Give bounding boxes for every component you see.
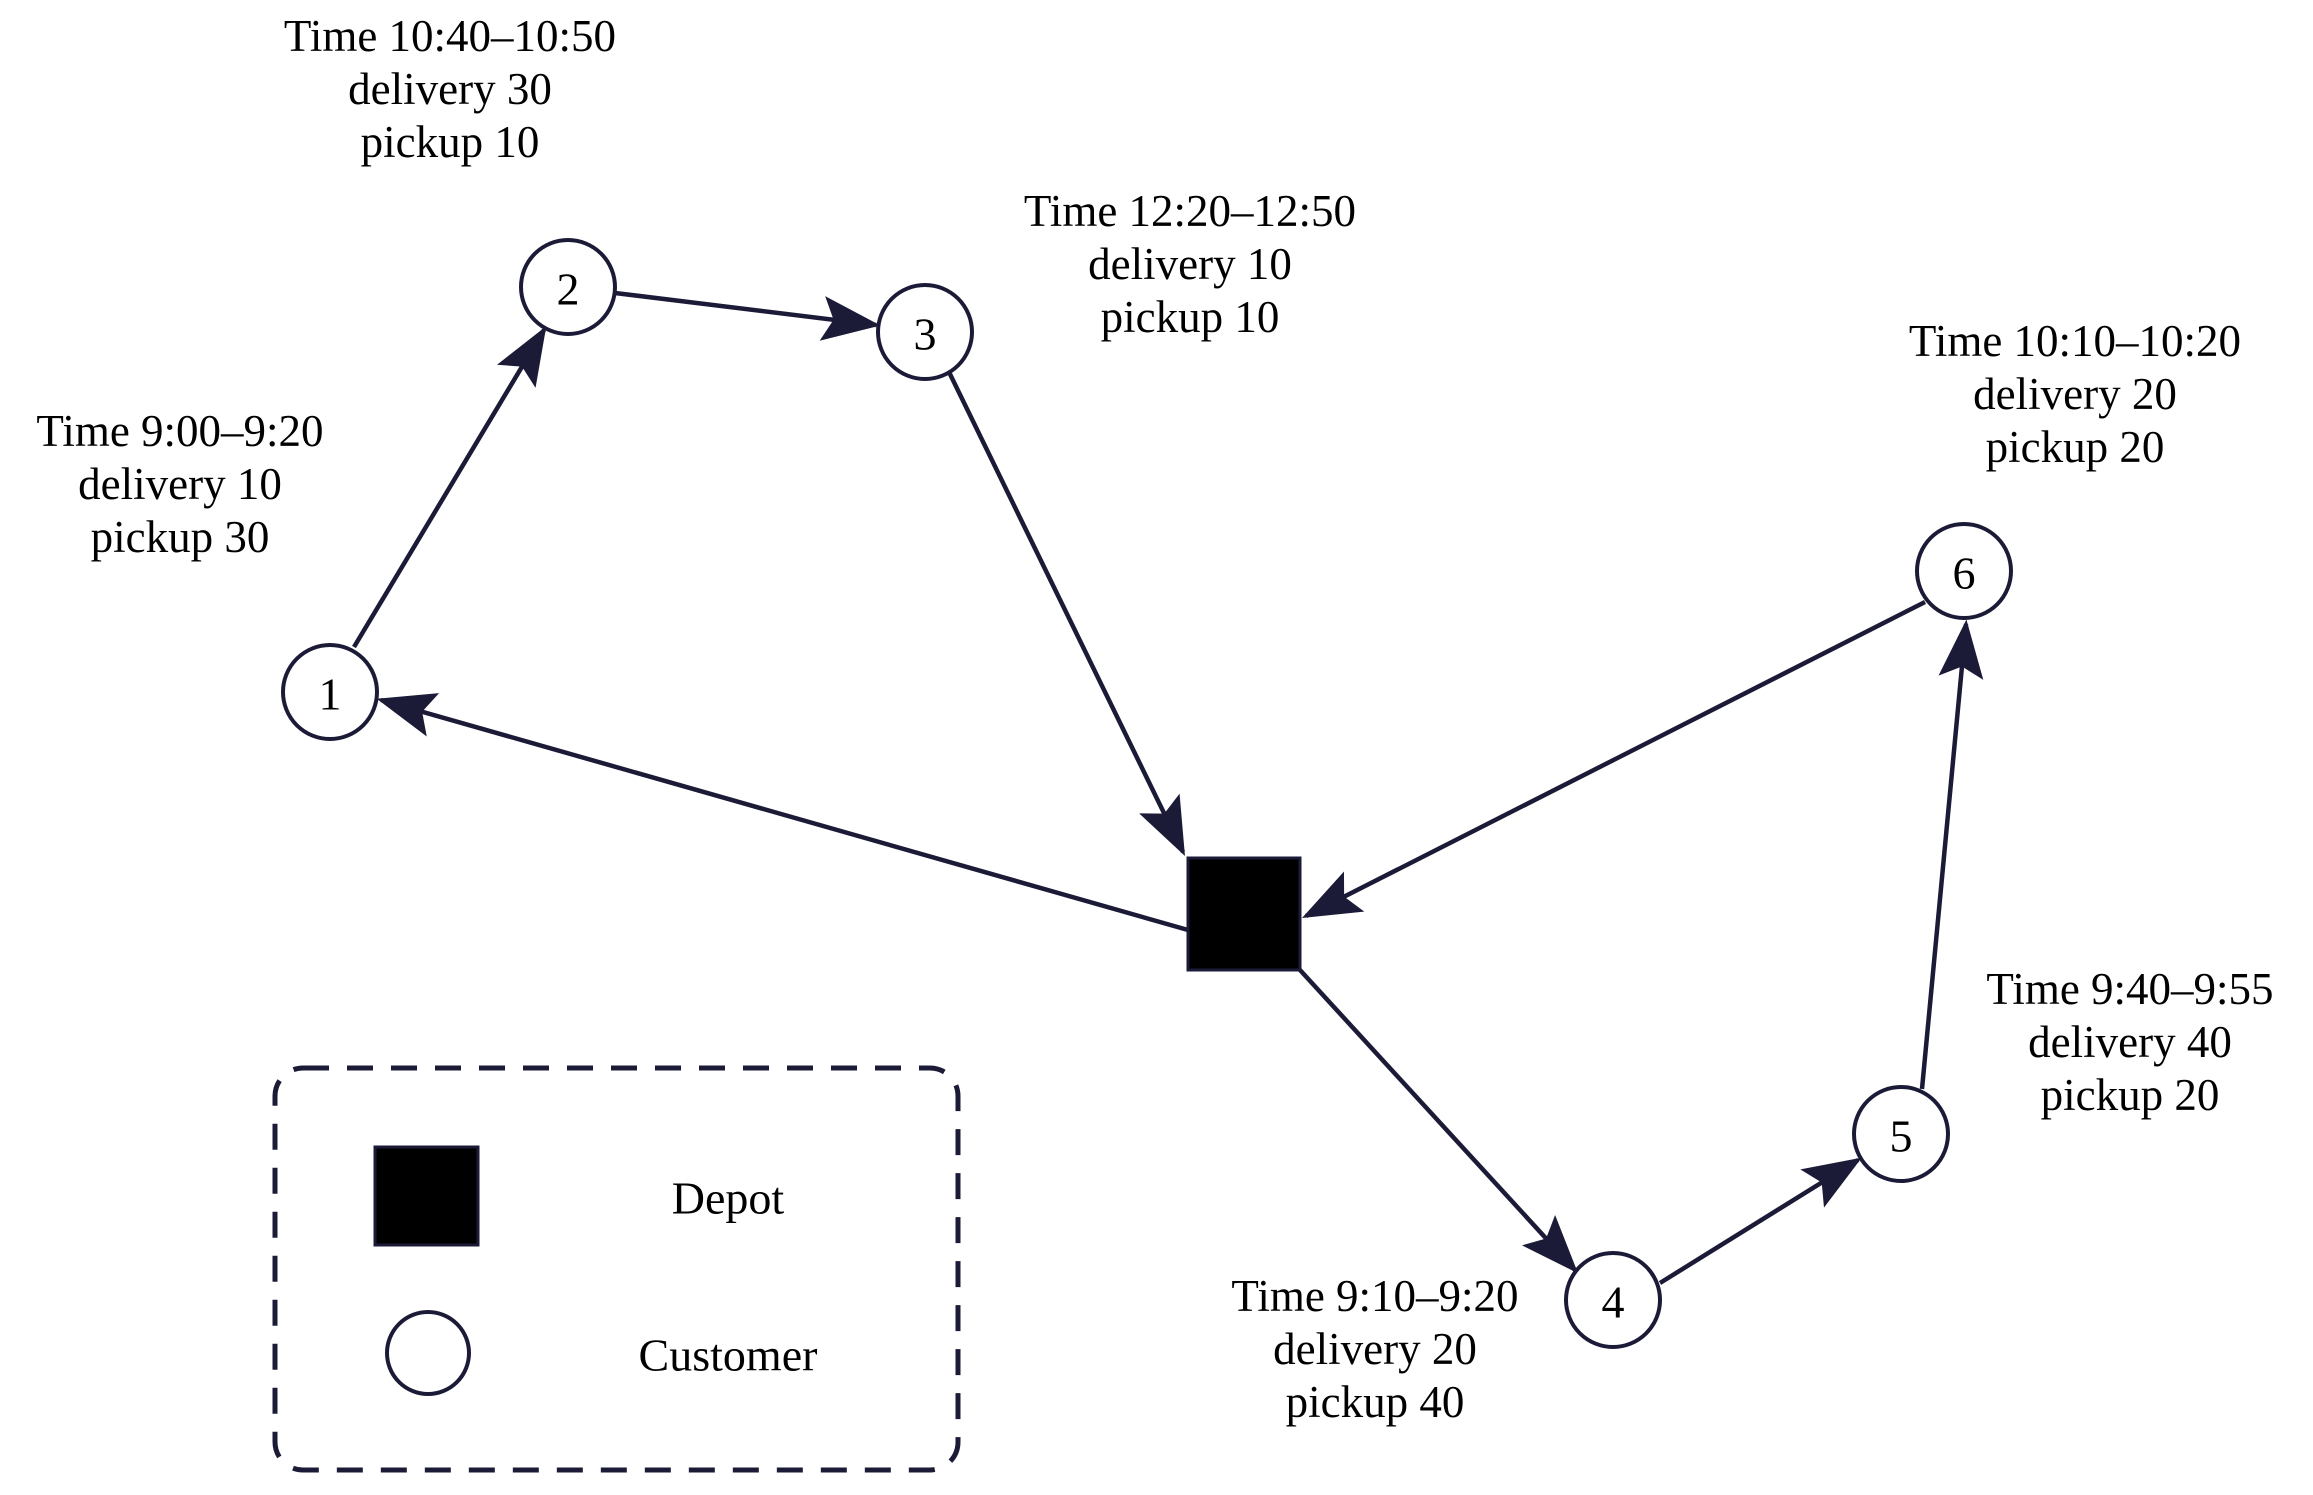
time-window-text: Time 9:10–9:20 xyxy=(1231,1271,1519,1321)
pickup-text: pickup 20 xyxy=(1985,422,2165,473)
edge-2-to-3 xyxy=(614,290,881,341)
edge-depot-to-4 xyxy=(1298,968,1579,1274)
depot-node[interactable] xyxy=(1186,856,1302,972)
customer-info-6: Time 10:10–10:20 delivery 20 pickup 20 xyxy=(1860,315,2290,474)
delivery-text: delivery 40 xyxy=(2028,1017,2232,1068)
node-label-2: 2 xyxy=(557,264,580,315)
customer-info-4: Time 9:10–9:20 delivery 20 pickup 40 xyxy=(1195,1270,1555,1429)
legend-depot-swatch xyxy=(373,1145,480,1247)
pickup-text: pickup 10 xyxy=(1100,292,1280,343)
node-circle[interactable] xyxy=(1915,522,2013,620)
time-window-text: Time 10:10–10:20 xyxy=(1908,316,2242,366)
customer-node-6[interactable]: 6 xyxy=(1915,522,2013,620)
time-window-text: Time 12:20–12:50 xyxy=(1023,186,1357,236)
customer-info-1: Time 9:00–9:20 delivery 10 pickup 30 xyxy=(10,405,350,564)
delivery-text: delivery 20 xyxy=(1973,369,2177,420)
pickup-text: pickup 10 xyxy=(360,117,540,168)
time-window-text: Time 9:40–9:55 xyxy=(1986,964,2274,1014)
edge-group xyxy=(352,290,1984,1285)
legend-customer-label: Customer xyxy=(639,1330,818,1381)
customer-info-5: Time 9:40–9:55 delivery 40 pickup 20 xyxy=(1960,963,2300,1122)
legend-border xyxy=(272,1065,961,1473)
delivery-text: delivery 10 xyxy=(1088,239,1292,290)
delivery-text: delivery 10 xyxy=(78,459,282,510)
delivery-text: delivery 20 xyxy=(1273,1324,1477,1375)
customer-node-3[interactable]: 3 xyxy=(876,283,974,381)
customer-info-2: Time 10:40–10:50 delivery 30 pickup 10 xyxy=(240,10,660,169)
customer-node-1[interactable]: 1 xyxy=(281,643,379,741)
customer-node-2[interactable]: 2 xyxy=(519,238,617,336)
node-circle[interactable] xyxy=(876,283,974,381)
customer-info-3: Time 12:20–12:50 delivery 10 pickup 10 xyxy=(990,185,1390,344)
node-label-6: 6 xyxy=(1953,548,1976,599)
delivery-text: delivery 30 xyxy=(348,64,552,115)
edge-depot-to-1 xyxy=(376,693,1189,933)
time-window-text: Time 10:40–10:50 xyxy=(283,11,617,61)
edge-1-to-2 xyxy=(352,326,547,649)
edge-6-to-depot xyxy=(1301,599,1927,919)
legend-customer-swatch xyxy=(385,1310,471,1396)
node-circle[interactable] xyxy=(519,238,617,336)
pickup-text: pickup 20 xyxy=(2040,1070,2220,1121)
pickup-text: pickup 40 xyxy=(1285,1377,1465,1428)
edge-4-to-5 xyxy=(1658,1157,1862,1285)
node-label-4: 4 xyxy=(1602,1277,1625,1328)
edge-5-to-6 xyxy=(1919,619,1984,1090)
node-label-5: 5 xyxy=(1890,1111,1913,1162)
legend-box: Depot Customer xyxy=(272,1065,961,1473)
time-window-text: Time 9:00–9:20 xyxy=(36,406,324,456)
node-circle[interactable] xyxy=(281,643,379,741)
node-circle[interactable] xyxy=(1852,1085,1950,1183)
node-label-1: 1 xyxy=(319,669,342,720)
edge-3-to-depot xyxy=(946,371,1186,857)
legend-depot-label: Depot xyxy=(672,1173,785,1224)
node-label-3: 3 xyxy=(914,309,937,360)
pickup-text: pickup 30 xyxy=(90,512,270,563)
node-circle[interactable] xyxy=(1564,1251,1662,1349)
customer-node-4[interactable]: 4 xyxy=(1564,1251,1662,1349)
customer-node-5[interactable]: 5 xyxy=(1852,1085,1950,1183)
